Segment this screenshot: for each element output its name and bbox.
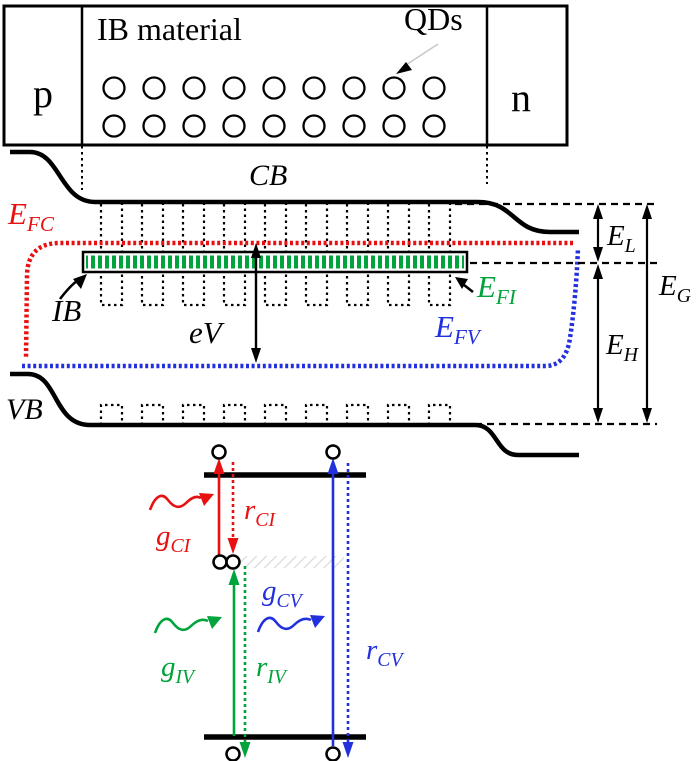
gci-label: gCI — [156, 520, 191, 557]
giv-arrow — [228, 569, 240, 736]
rci-label: rCI — [244, 494, 275, 531]
conduction-band-edge — [10, 149, 579, 235]
gcv-photon-wavy-arrow — [256, 615, 325, 633]
device-structure-box — [2, 4, 569, 147]
cb-label: CB — [249, 159, 288, 192]
quantum-dot-circles — [102, 76, 446, 138]
eg-label: EG — [659, 270, 691, 307]
ib-level-hatch — [214, 556, 344, 568]
rci-arrow — [227, 462, 239, 554]
carrier-circles — [211, 444, 341, 761]
gcv-label: gCV — [262, 575, 302, 612]
efi-label: EFI — [477, 269, 516, 310]
ev-arrow — [251, 243, 261, 363]
efv-quasi-fermi-line — [22, 247, 581, 369]
gci-arrow — [213, 458, 225, 556]
giv-label: gIV — [161, 651, 195, 688]
ev-label: eV — [189, 315, 222, 350]
rcv-label: rCV — [366, 634, 403, 671]
efc-label: EFC — [8, 196, 54, 237]
qds-label: QDs — [404, 1, 463, 37]
p-region-label: p — [33, 71, 53, 116]
vb-label: VB — [6, 393, 43, 426]
rcv-arrow — [342, 463, 354, 758]
eg-arrow — [642, 204, 652, 423]
riv-arrow — [239, 566, 251, 758]
vb-quantum-well-outlines — [99, 403, 452, 425]
eh-label: EH — [606, 329, 638, 366]
gcv-arrow — [327, 458, 339, 746]
n-region-label: n — [511, 75, 531, 120]
ib-material-label: IB material — [97, 11, 242, 47]
valence-band-edge — [10, 371, 579, 458]
riv-label: rIV — [256, 651, 286, 688]
ib-pointer-arrow — [58, 274, 87, 300]
giv-photon-wavy-arrow — [153, 616, 222, 634]
energy-reference-dashes — [455, 202, 657, 426]
qds-pointer-arrow — [396, 43, 439, 74]
ib-label: IB — [52, 293, 82, 328]
intermediate-band — [81, 250, 469, 274]
efi-pointer-arrow — [455, 277, 474, 294]
el-arrow — [593, 204, 603, 262]
efc-quasi-fermi-line — [23, 240, 573, 359]
el-label: EL — [607, 220, 636, 257]
junction-guide-lines — [81, 146, 488, 190]
eh-arrow — [593, 264, 603, 423]
efv-label: EFV — [435, 309, 480, 350]
gci-photon-wavy-arrow — [148, 493, 214, 511]
